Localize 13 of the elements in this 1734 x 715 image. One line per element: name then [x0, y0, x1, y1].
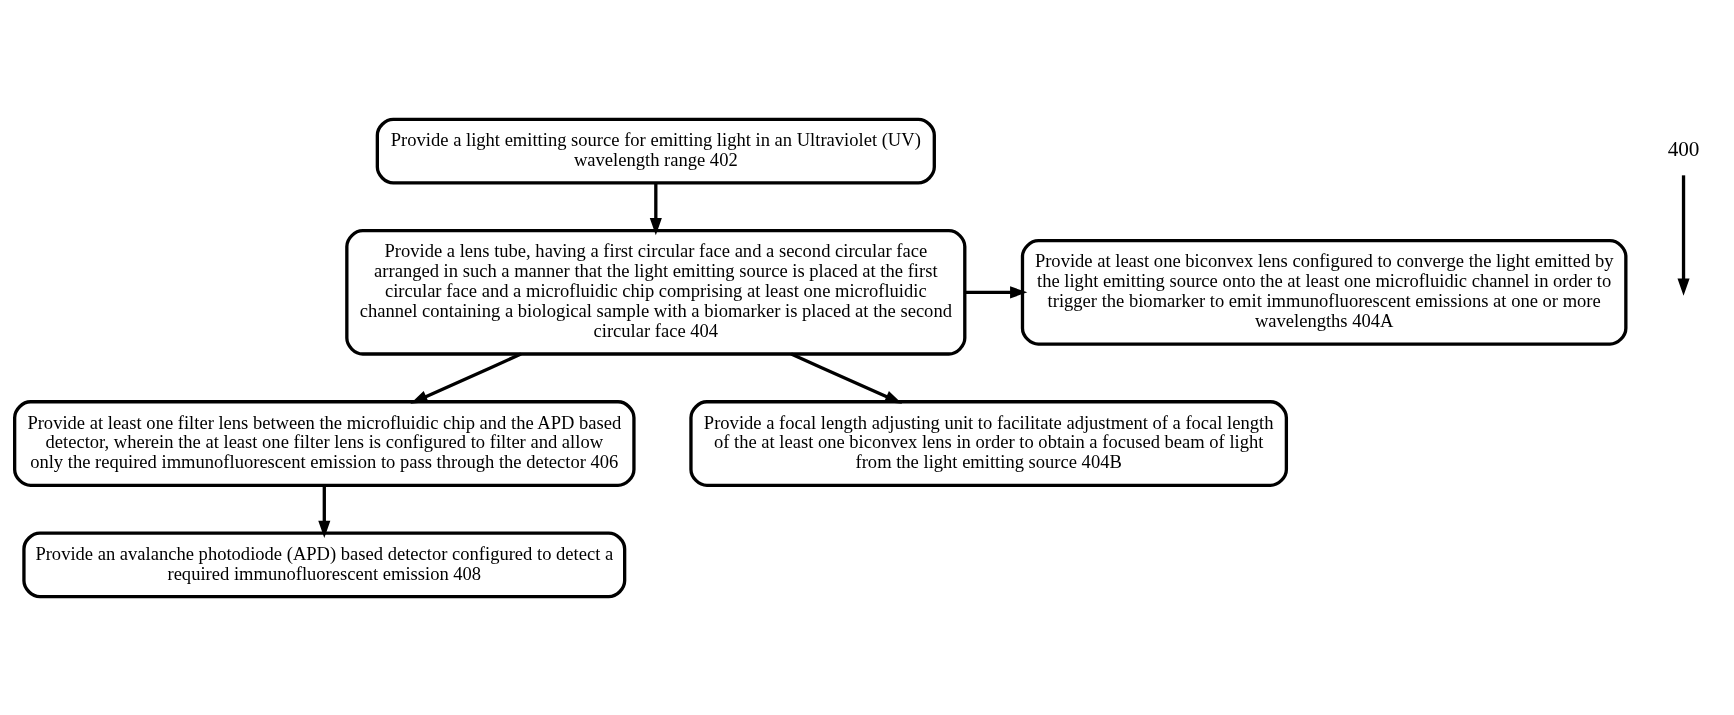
arrow: [410, 352, 522, 404]
node-box: Provide a light emitting source for emitting light in an Ultraviolet (UV) wavelength range 402: [375, 117, 936, 185]
node-box: Provide an avalanche photodiode (APD) based detector configured to detect a required immunofluorescent emission 408: [22, 530, 627, 598]
arrow: [790, 352, 903, 404]
node-box: Provide a lens tube, having a first circular face and a second circular face arranged in such a manner that the light emitting source is placed at the first circular face and a microfluidic chip comprising at least one microfluidic channel containing a biological sample with a biomarker is placed at the second circular face 404: [345, 228, 967, 356]
node-box: Provide at least one biconvex lens configured to converge the light emitted by the light emitting source onto the at least one microfluidic channel in order to trigger the biomarker to emit immunofluorescent emissions at one or more wavelengths 404A: [1020, 238, 1628, 346]
node-text: 400: [1667, 136, 1700, 161]
node-box: Provide at least one filter lens between the microfluidic chip and the APD based detector, wherein the at least one filter lens is configured to filter and allow only the required immunofluorescent emission to pass through the detector 406: [13, 399, 636, 487]
arrow: [1677, 174, 1690, 296]
arrow: [318, 484, 331, 538]
arrow: [965, 285, 1028, 298]
node-box: Provide a focal length adjusting unit to facilitate adjustment of a focal length of the at least one biconvex lens in order to obtain a focused beam of light from the light emitting source 404B: [689, 399, 1289, 487]
arrow: [649, 182, 662, 235]
